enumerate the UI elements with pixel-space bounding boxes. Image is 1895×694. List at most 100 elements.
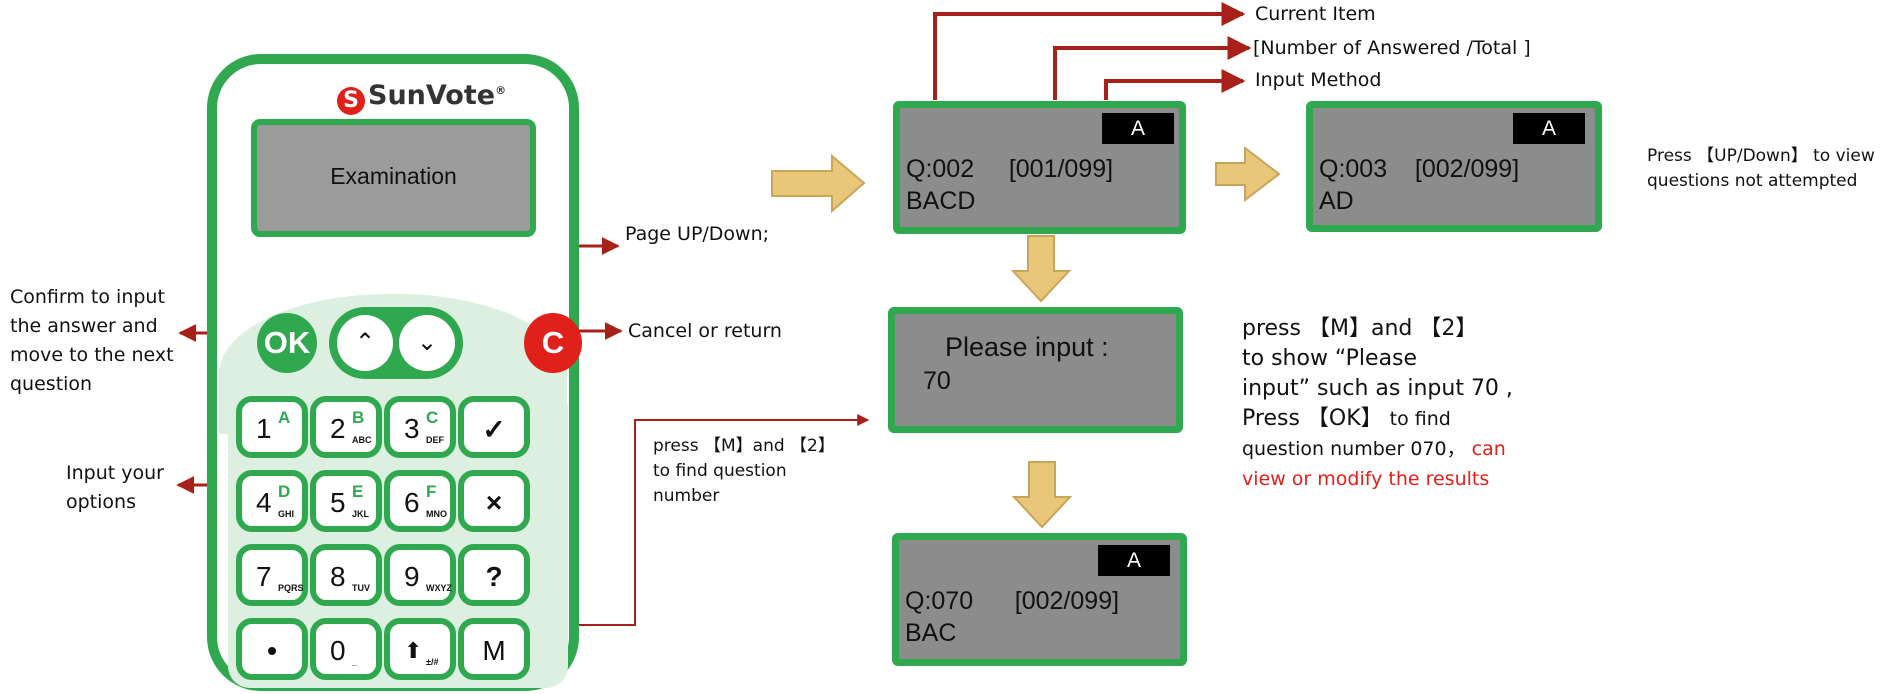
lcd-screen-prompt: Please input : 70 — [888, 307, 1183, 433]
confirm-line: Confirm to input — [10, 286, 165, 308]
key-letter: D — [278, 482, 291, 501]
lcd-answer-line: BAC — [905, 619, 957, 647]
cross-key[interactable]: × — [458, 470, 530, 532]
nav-key-group: ⌃ ⌄ — [329, 307, 463, 379]
key-letter: C — [426, 408, 439, 427]
show-please-label: press 【M】and 【2】 to show “Please input” … — [1242, 314, 1513, 494]
input-method-connector — [1104, 69, 1246, 100]
shift-arrow-icon: ⬆ — [404, 638, 423, 663]
flow-arrow-right-2 — [1215, 145, 1281, 203]
dot-key[interactable]: • — [236, 618, 308, 680]
confirm-line: question — [10, 373, 93, 395]
dot-icon: • — [267, 635, 277, 666]
key-sub: GHI — [278, 509, 295, 519]
c-key[interactable]: C — [524, 313, 582, 373]
down-key[interactable]: ⌄ — [399, 315, 455, 371]
key-digit: 4 — [256, 487, 272, 518]
page-updown-label: Page UP/Down; — [625, 223, 770, 245]
device-screen-text: Examination — [330, 163, 457, 189]
ok-small-text: to find — [1389, 408, 1451, 430]
find-question-line: press 【M】and 【2】 — [653, 436, 835, 456]
input-method-badge: A — [1102, 113, 1174, 144]
m-key-label: M — [482, 635, 506, 666]
question-key[interactable]: ? — [458, 544, 530, 606]
ok-big-text: Press 【OK】 — [1242, 406, 1383, 431]
device-screen: Examination — [251, 119, 536, 237]
key-digit: 8 — [330, 561, 346, 592]
check-key[interactable]: ✓ — [458, 396, 530, 458]
key-sub: DEF — [426, 435, 444, 445]
lcd-screen-next: A Q:003 [002/099] AD — [1306, 101, 1602, 232]
key-sub: WXYZ — [426, 583, 452, 593]
input-method-badge: A — [1513, 113, 1585, 144]
flow-arrow-right-1 — [771, 153, 866, 214]
key-digit: 7 — [256, 561, 272, 592]
key-letter: B — [352, 408, 365, 427]
show-please-ok-line: Press 【OK】 to find — [1242, 404, 1513, 434]
lcd-question-line: Q:002 [001/099] — [906, 155, 1114, 183]
key-sub: PQRS — [278, 583, 304, 593]
flow-arrow-down-2 — [1011, 461, 1073, 529]
key-digit: 2 — [330, 413, 346, 444]
lcd-screen-current: A Q:002 [001/099] BACD — [893, 101, 1186, 234]
show-please-line: to show “Please — [1242, 346, 1418, 371]
input-method-label: Input Method — [1255, 69, 1382, 91]
key-sub: JKL — [352, 509, 370, 519]
answered-total-label: [Number of Answered /Total ] — [1253, 37, 1531, 59]
press-updown-line: Press 【UP/Down】 to view — [1647, 146, 1875, 166]
press-updown-line: questions not attempted — [1647, 171, 1858, 191]
brand-name: SunVote — [368, 80, 496, 111]
registered-mark: ® — [495, 84, 507, 97]
cross-icon: × — [485, 487, 503, 518]
key-0[interactable]: 0_ — [310, 618, 382, 680]
key-sub: TUV — [352, 583, 370, 593]
down-arrow-icon: ⌄ — [416, 329, 438, 356]
key-digit: 3 — [404, 413, 420, 444]
up-key[interactable]: ⌃ — [337, 315, 393, 371]
confirm-label: Confirm to input the answer and move to … — [10, 283, 174, 399]
answered-total-connector — [1053, 36, 1252, 100]
lcd-question-line: Q:003 [002/099] — [1319, 155, 1520, 183]
key-letter: A — [278, 408, 291, 427]
lcd-screen-result: A Q:070 [002/099] BAC — [892, 533, 1187, 666]
lcd-answer-line: AD — [1319, 187, 1354, 215]
confirm-line: the answer and — [10, 315, 158, 337]
m-key-connector — [523, 414, 870, 626]
shift-key[interactable]: ⬆±/# — [384, 618, 456, 680]
key-sub: ±/# — [426, 657, 439, 667]
show-please-q-line: question number 070， can — [1242, 434, 1513, 464]
input-options-line: Input your — [66, 462, 164, 484]
input-options-label: Input your options — [66, 459, 164, 517]
flow-arrow-down-1 — [1010, 235, 1072, 303]
question-icon: ? — [485, 561, 503, 592]
key-digit: 1 — [256, 413, 272, 444]
lcd-answer-line: BACD — [906, 187, 976, 215]
key-sub: ABC — [352, 435, 372, 445]
input-method-badge: A — [1098, 545, 1170, 576]
current-item-label: Current Item — [1255, 3, 1376, 25]
brand-s-icon: S — [337, 87, 365, 115]
cancel-label: Cancel or return — [628, 320, 782, 342]
ok-key[interactable]: OK — [257, 313, 317, 373]
check-icon: ✓ — [482, 414, 506, 445]
find-question-label: press 【M】and 【2】 to find question number — [653, 434, 835, 509]
key-letter: E — [352, 482, 364, 501]
input-options-line: options — [66, 491, 136, 513]
prompt-value: 70 — [923, 367, 951, 395]
show-please-line: press 【M】and 【2】 — [1242, 316, 1478, 341]
m-key[interactable]: M — [458, 618, 530, 680]
current-item-connector — [933, 2, 1246, 100]
find-question-line: number — [653, 486, 720, 506]
